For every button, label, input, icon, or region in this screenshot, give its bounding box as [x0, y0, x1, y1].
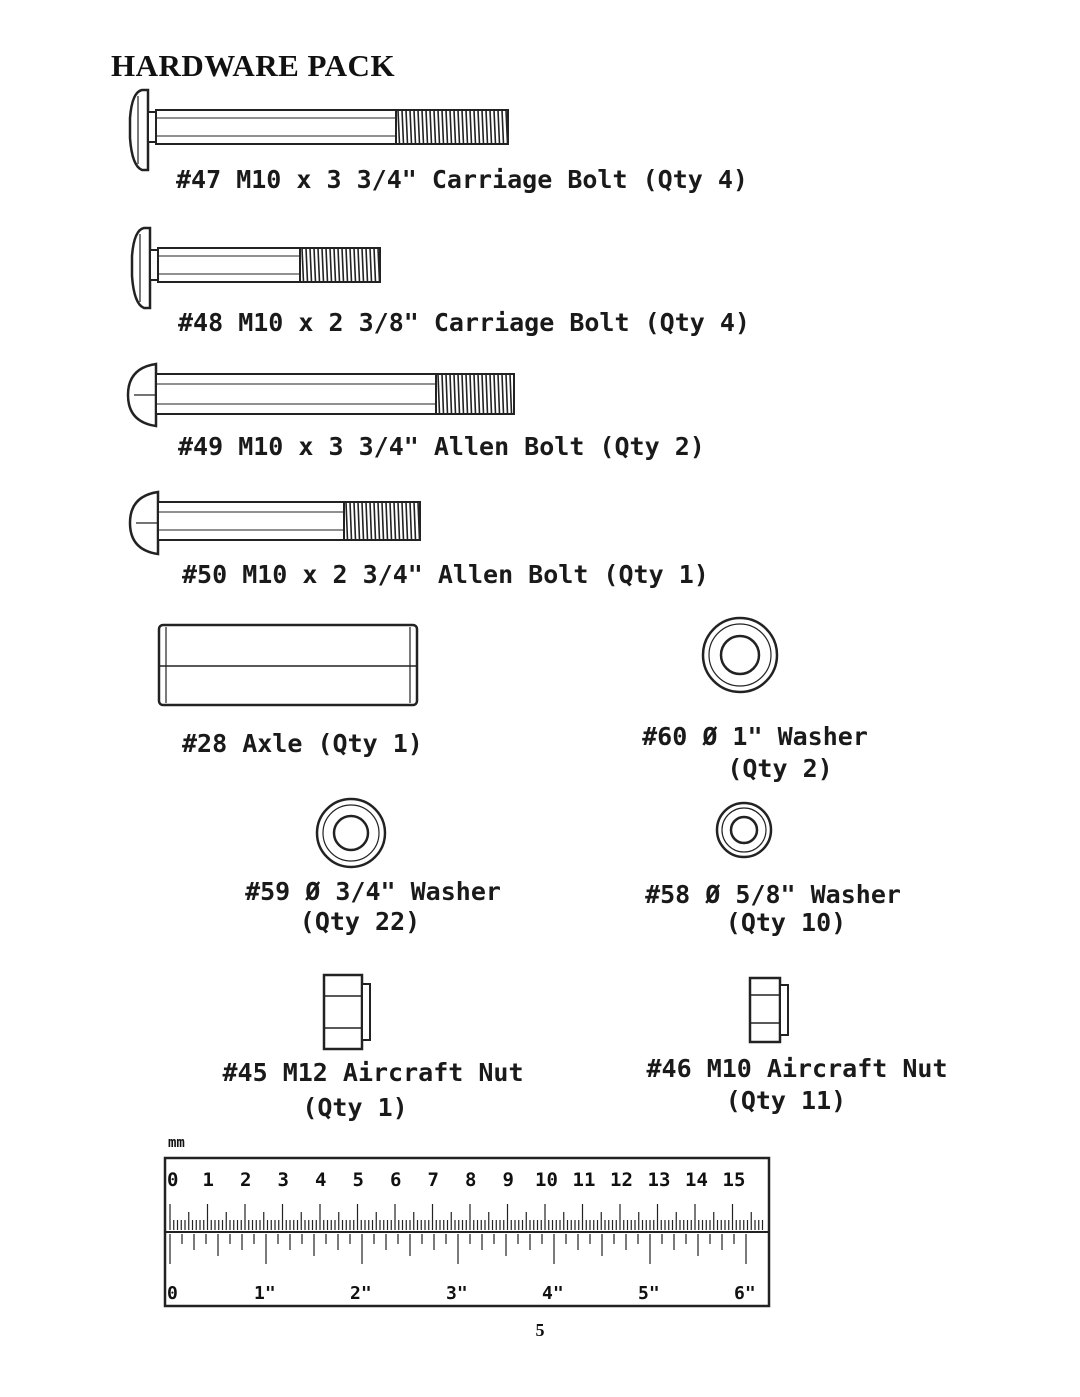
ruler-inch-label: 6" — [734, 1283, 756, 1304]
aircraft-nut-46-illustration — [748, 976, 789, 1044]
part-46-label-qty: (Qty 11) — [725, 1086, 847, 1115]
allen-bolt-49-illustration — [126, 362, 515, 428]
part-60-label-name: #60 Ø 1" Washer — [642, 722, 868, 751]
part-45-label-name: #45 M12 Aircraft Nut — [222, 1058, 524, 1087]
ruler-metric-label: 15 — [723, 1169, 746, 1191]
axle-28-illustration — [157, 623, 419, 707]
ruler-metric-label: 5 — [353, 1169, 364, 1191]
ruler-metric-label: 7 — [428, 1169, 439, 1191]
ruler-metric-label: 14 — [685, 1169, 708, 1191]
ruler-inch-label: 4" — [542, 1283, 564, 1304]
carriage-bolt-48-illustration — [130, 226, 381, 310]
part-59-label-qty: (Qty 22) — [299, 907, 421, 936]
ruler-metric-label: 11 — [573, 1169, 596, 1191]
ruler-inch-label: 3" — [446, 1283, 468, 1304]
part-59-label-name: #59 Ø 3/4" Washer — [245, 877, 501, 906]
carriage-bolt-47-illustration — [128, 88, 509, 172]
ruler-unit-label: mm — [168, 1135, 185, 1151]
ruler-inch-label: 0 — [167, 1283, 178, 1304]
ruler-metric-label: 3 — [278, 1169, 289, 1191]
ruler-metric-label: 9 — [503, 1169, 514, 1191]
part-45-label-qty: (Qty 1) — [302, 1093, 408, 1122]
ruler-metric-label: 12 — [610, 1169, 633, 1191]
page-number: 5 — [535, 1320, 545, 1340]
ruler-metric-label: 0 — [167, 1169, 178, 1191]
part-49-label: #49 M10 x 3 3/4" Allen Bolt (Qty 2) — [178, 432, 705, 461]
washer-59-illustration — [315, 797, 387, 869]
part-28-label: #28 Axle (Qty 1) — [182, 729, 423, 758]
part-50-label: #50 M10 x 2 3/4" Allen Bolt (Qty 1) — [182, 560, 709, 589]
ruler-inch-label: 2" — [350, 1283, 372, 1304]
part-58-label-name: #58 Ø 5/8" Washer — [645, 880, 901, 909]
allen-bolt-50-illustration — [128, 490, 421, 556]
ruler-metric-label: 8 — [465, 1169, 476, 1191]
ruler-metric-label: 1 — [203, 1169, 214, 1191]
part-48-label: #48 M10 x 2 3/8" Carriage Bolt (Qty 4) — [178, 308, 750, 337]
washer-58-illustration — [715, 801, 773, 859]
part-47-label: #47 M10 x 3 3/4" Carriage Bolt (Qty 4) — [176, 165, 748, 194]
page-title: HARDWARE PACK — [111, 48, 396, 83]
ruler-metric-label: 6 — [390, 1169, 401, 1191]
ruler-inch-label: 5" — [638, 1283, 660, 1304]
washer-60-illustration — [701, 616, 779, 694]
ruler-metric-label: 13 — [648, 1169, 671, 1191]
aircraft-nut-45-illustration — [322, 973, 371, 1051]
part-58-label-qty: (Qty 10) — [725, 908, 847, 937]
part-46-label-name: #46 M10 Aircraft Nut — [646, 1054, 948, 1083]
ruler-inch-label: 1" — [254, 1283, 276, 1304]
ruler-metric-label: 2 — [240, 1169, 251, 1191]
part-60-label-qty: (Qty 2) — [727, 754, 833, 783]
ruler-metric-label: 4 — [315, 1169, 326, 1191]
ruler-metric-label: 10 — [535, 1169, 558, 1191]
